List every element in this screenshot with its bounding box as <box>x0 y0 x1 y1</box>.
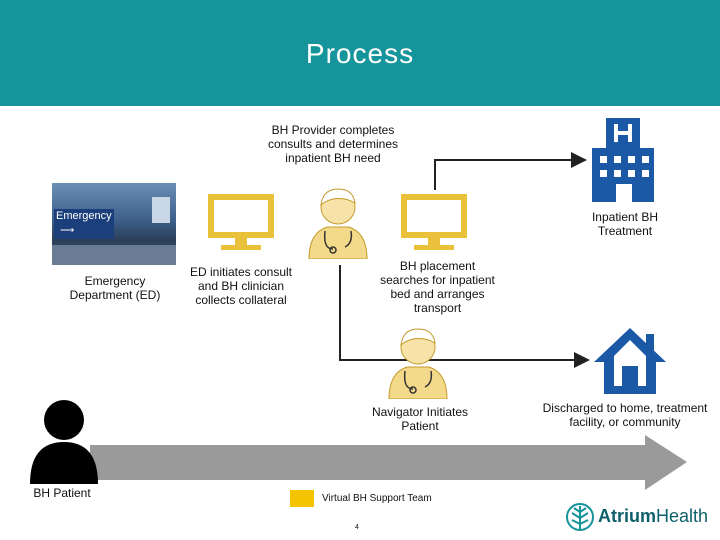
legend-label: Virtual BH Support Team <box>322 493 432 504</box>
hospital-icon <box>592 118 654 202</box>
doctor-icon <box>308 188 368 259</box>
title-banner <box>0 0 720 106</box>
label-navigator: Navigator Initiates Patient <box>371 405 469 433</box>
monitor-icon <box>401 194 467 250</box>
label-placement: BH placement searches for inpatient bed … <box>380 259 495 315</box>
page-title: Process <box>305 38 415 69</box>
navigator-doctor-icon <box>388 328 448 399</box>
legend-swatch <box>290 490 314 507</box>
atrium-logo-icon <box>566 503 594 531</box>
patient-icon <box>30 400 98 484</box>
label-patient: BH Patient <box>33 486 91 500</box>
page-number: 4 <box>355 524 359 531</box>
label-ed: Emergency Department (ED) <box>69 274 161 302</box>
connector-provider-to-inpatient <box>434 152 587 190</box>
photo-sign-arrow: ⟶ <box>60 225 75 236</box>
photo-sign-text: Emergency <box>56 210 112 222</box>
logo-name-bold: Atrium <box>598 506 656 526</box>
label-provider: BH Provider completes consults and deter… <box>267 123 399 165</box>
home-icon <box>594 328 666 394</box>
atrium-logo-text: AtriumHealth <box>598 506 708 527</box>
emergency-photo: Emergency ⟶ <box>52 183 176 265</box>
logo-name-regular: Health <box>656 506 709 526</box>
label-discharged: Discharged to home, treatment facility, … <box>542 401 708 429</box>
label-inpatient: Inpatient BH Treatment <box>591 210 659 238</box>
label-ed-initiates: ED initiates consult and BH clinician co… <box>189 265 293 307</box>
timeline-arrow <box>90 435 687 490</box>
connector-placement-to-home <box>339 265 590 368</box>
monitor-icon <box>208 194 274 250</box>
